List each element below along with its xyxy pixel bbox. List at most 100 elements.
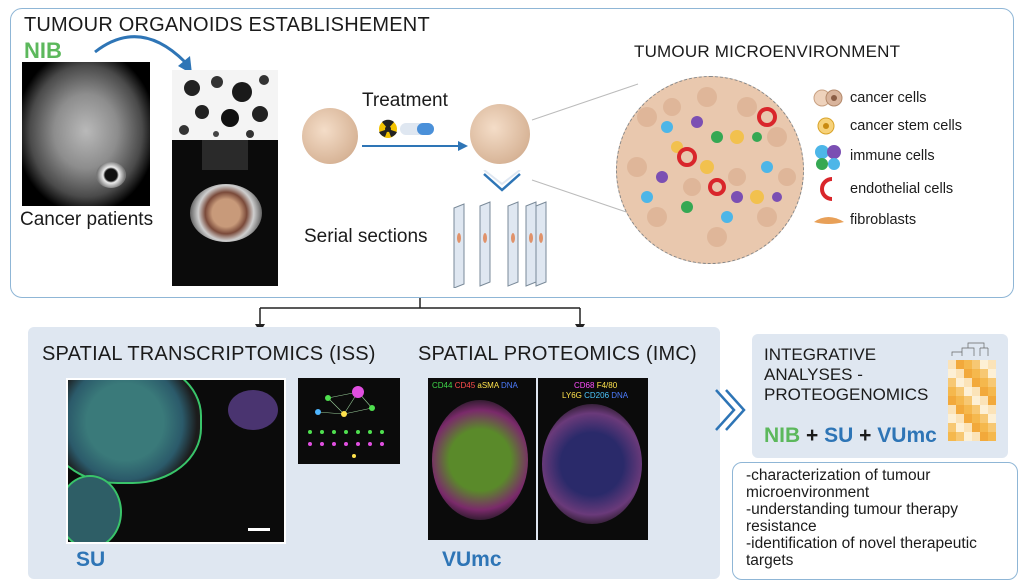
outcome-line: -understanding tumour therapy	[746, 501, 958, 518]
outcomes-box	[732, 462, 1018, 580]
marker-label: DNA	[500, 381, 518, 390]
heatmap-cell	[964, 387, 972, 396]
integrative-title-line: PROTEOGENOMICS	[764, 385, 929, 404]
heatmap-cell	[972, 378, 980, 387]
tumour-lesion	[96, 162, 126, 188]
heatmap-cell	[972, 387, 980, 396]
marker-label: CD44	[432, 381, 453, 390]
heatmap-cell	[964, 432, 972, 441]
organoid-dissection-photo	[172, 140, 278, 286]
heatmap-cell	[956, 396, 964, 405]
legend-label: cancer stem cells	[850, 118, 963, 134]
microscope-objective	[202, 140, 248, 170]
heatmap-cell	[948, 432, 956, 441]
legend-label: fibroblasts	[850, 212, 917, 228]
legend-label: immune cells	[850, 148, 935, 164]
scale-bar	[248, 528, 270, 531]
tme-title: TUMOUR MICROENVIRONMENT	[634, 42, 901, 61]
heatmap-cell	[988, 378, 996, 387]
legend-item-immune-cells: immune cells	[812, 140, 1012, 172]
imc-tissue	[432, 400, 528, 520]
imc-tissue	[542, 404, 642, 524]
heatmap-cell	[980, 414, 988, 423]
plus-sign: +	[859, 424, 872, 447]
treatment-label: Treatment	[362, 90, 448, 111]
treatment-arrow-icon	[362, 119, 468, 151]
outcome-line: resistance	[746, 518, 817, 535]
heatmap-cell	[980, 369, 988, 378]
heatmap-cell	[948, 360, 956, 369]
legend-item-cancer-cells: cancer cells	[812, 84, 1012, 112]
gene-network-image	[298, 378, 400, 464]
heatmap-cell	[948, 396, 956, 405]
heatmap-icon	[948, 342, 996, 441]
chevron-right-icon	[715, 389, 746, 431]
curved-arrow-icon	[94, 35, 192, 74]
heatmap-cell	[948, 414, 956, 423]
tissue-region	[68, 475, 122, 542]
institutions-line: NIB + SU + VUmc	[764, 424, 937, 448]
immune-cells-icon	[815, 145, 841, 170]
imc-right-marker-labels-1: CD68 F4/80	[574, 381, 617, 390]
heatmap-cell	[988, 414, 996, 423]
untreated-organoid	[302, 108, 358, 164]
heatmap-cell	[980, 378, 988, 387]
marker-label: CD206	[584, 391, 610, 400]
tissue-region	[228, 390, 278, 430]
marker-label: aSMA	[477, 381, 499, 390]
heatmap-cell	[948, 405, 956, 414]
heatmap-cell	[980, 405, 988, 414]
heatmap-cell	[964, 360, 972, 369]
zoom-lines	[531, 83, 639, 217]
heatmap-cell	[948, 369, 956, 378]
outcomes-list: -characterization of tumour microenviron…	[746, 467, 977, 569]
tme-legend: cancer cells cancer stem cells immune ce…	[812, 84, 1012, 234]
heatmap-cell	[980, 360, 988, 369]
heatmap-cell	[964, 378, 972, 387]
nib-label: NIB	[24, 38, 62, 63]
heatmap-cell	[956, 369, 964, 378]
imc-image-left: CD44 CD45 aSMA DNA	[428, 378, 536, 540]
heatmap-cell	[988, 423, 996, 432]
imc-title: SPATIAL PROTEOMICS (IMC)	[418, 343, 697, 365]
outcome-line: targets	[746, 552, 794, 569]
cancer-patients-label: Cancer patients	[20, 209, 154, 230]
heatmap-cell	[972, 423, 980, 432]
heatmap-cell	[980, 387, 988, 396]
heatmap-cell	[988, 360, 996, 369]
tissue-region	[68, 380, 202, 484]
heatmap-cell	[956, 432, 964, 441]
heatmap-cell	[964, 369, 972, 378]
organoid-establishment-title: TUMOUR ORGANOIDS ESTABLISHEMENT	[24, 14, 430, 36]
marker-label: CD45	[454, 381, 476, 390]
serial-sections-label: Serial sections	[304, 226, 428, 247]
heatmap-cell	[980, 423, 988, 432]
marker-label: LY6G	[562, 391, 582, 400]
legend-item-cancer-stem-cells: cancer stem cells	[812, 112, 1012, 140]
cancer-stem-cells-icon	[817, 117, 835, 135]
heatmap-cell	[948, 387, 956, 396]
mri-brain-image	[22, 62, 150, 206]
heatmap-cell	[988, 432, 996, 441]
su-label: SU	[824, 424, 854, 447]
imc-right-marker-labels-2: LY6G CD206 DNA	[562, 391, 628, 400]
legend-label: cancer cells	[850, 90, 927, 106]
heatmap-cell	[964, 423, 972, 432]
outcome-line: -identification of novel therapeutic	[746, 535, 977, 552]
treated-organoid	[470, 104, 530, 164]
imc-image-right: CD68 F4/80 LY6G CD206 DNA	[538, 378, 648, 540]
integrative-title-line: ANALYSES -	[764, 365, 863, 384]
fibroblast-icon	[814, 217, 844, 224]
heatmap-cell	[980, 396, 988, 405]
endothelial-cells-icon	[820, 177, 833, 201]
integrative-title-line: INTEGRATIVE	[764, 345, 877, 364]
heatmap-cell	[956, 414, 964, 423]
outcome-line: microenvironment	[746, 484, 870, 501]
organoid-brightfield-image	[172, 70, 278, 140]
nib-label: NIB	[764, 424, 801, 447]
chevron-down-icon	[483, 170, 521, 192]
cancer-cells-icon	[813, 89, 843, 107]
heatmap-cell	[972, 360, 980, 369]
culture-dish	[190, 184, 262, 242]
heatmap-cell	[988, 396, 996, 405]
